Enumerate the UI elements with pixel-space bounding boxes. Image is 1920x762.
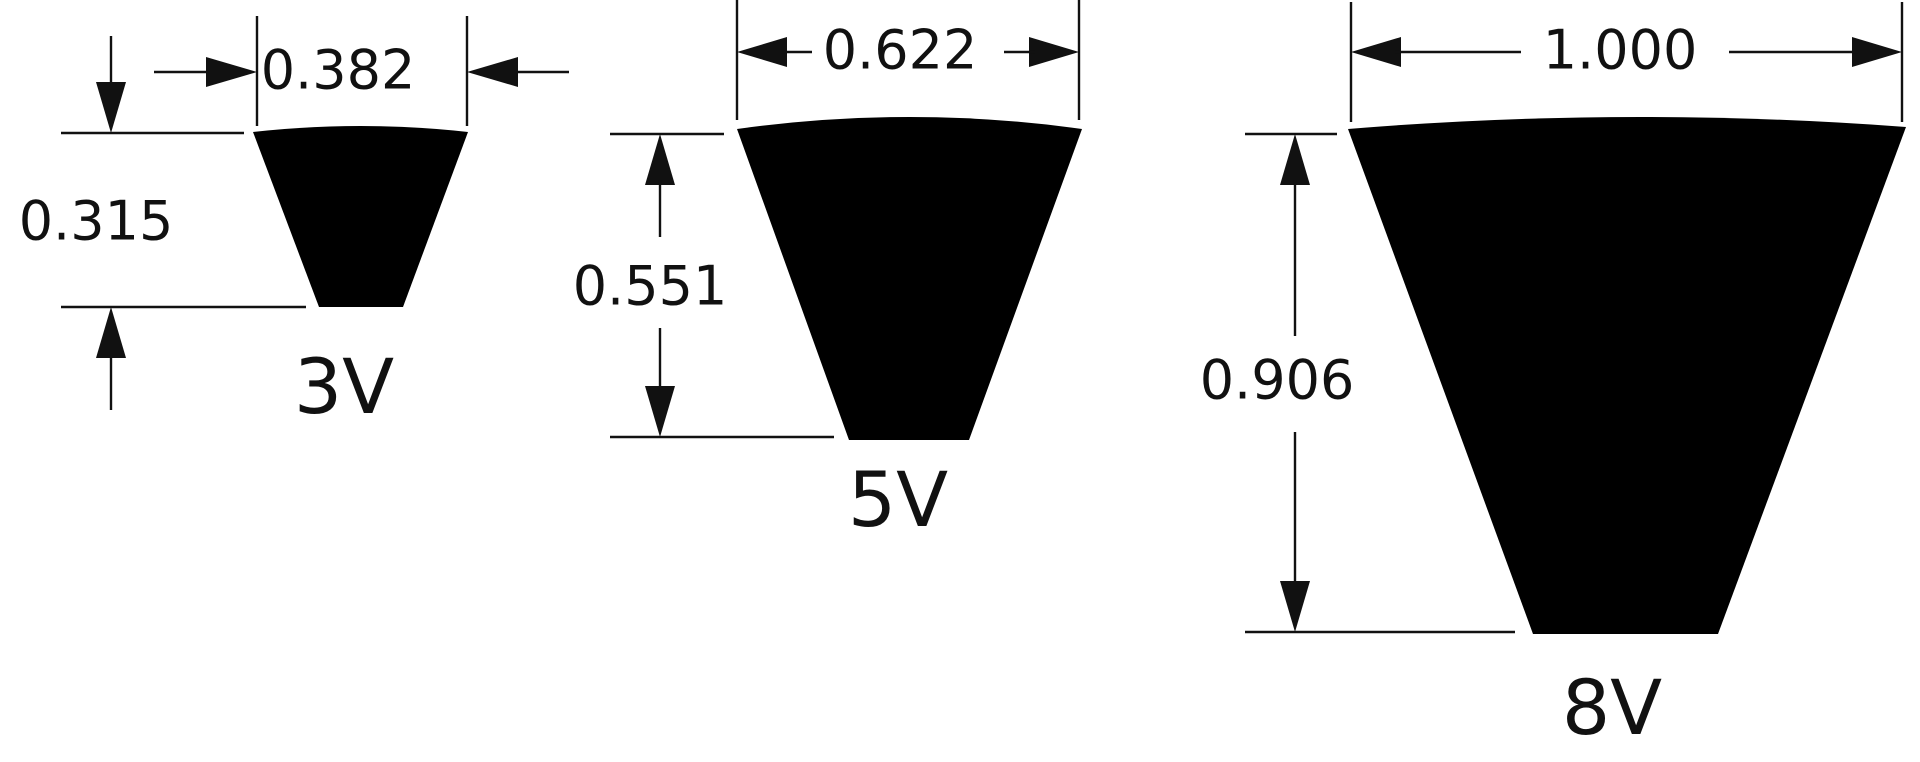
belt-8v-depth-arrow-top [1280, 134, 1310, 185]
belt-3v-depth-arrow-top [96, 82, 126, 133]
belt-5v-label: 5V [848, 455, 948, 544]
belt-5v-width-arrow-left [737, 37, 787, 67]
belt-5v-width-value: 0.622 [823, 19, 978, 82]
belt-3v-width-value: 0.382 [261, 39, 416, 102]
belt-3v-depth-value: 0.315 [19, 190, 174, 253]
belt-5v-depth-arrow-top [645, 134, 675, 185]
belt-8v-width-value: 1.000 [1543, 19, 1698, 82]
belt-8v-profile [1348, 116, 1906, 634]
belt-8v-depth-value: 0.906 [1200, 349, 1355, 412]
belt-3v-label: 3V [294, 342, 394, 431]
belt-5v-width-arrow-right [1029, 37, 1079, 67]
belt-8v-group: 1.000 0.906 8V [1200, 2, 1906, 752]
belt-5v-group: 0.622 0.551 5V [573, 0, 1082, 544]
belt-8v-depth-arrow-bottom [1280, 581, 1310, 632]
belt-5v-depth-arrow-bottom [645, 386, 675, 437]
belt-8v-label: 8V [1562, 663, 1662, 752]
belt-3v-width-arrow-left [206, 57, 257, 87]
belt-5v-depth-value: 0.551 [573, 255, 728, 318]
belt-3v-profile [253, 126, 468, 307]
belt-8v-width-arrow-right [1852, 37, 1902, 67]
belt-8v-width-arrow-left [1351, 37, 1401, 67]
belt-3v-depth-arrow-bottom [96, 307, 126, 358]
belt-3v-width-arrow-right [467, 57, 518, 87]
belt-5v-profile [737, 117, 1082, 440]
belt-3v-group: 0.382 0.315 3V [19, 16, 569, 431]
